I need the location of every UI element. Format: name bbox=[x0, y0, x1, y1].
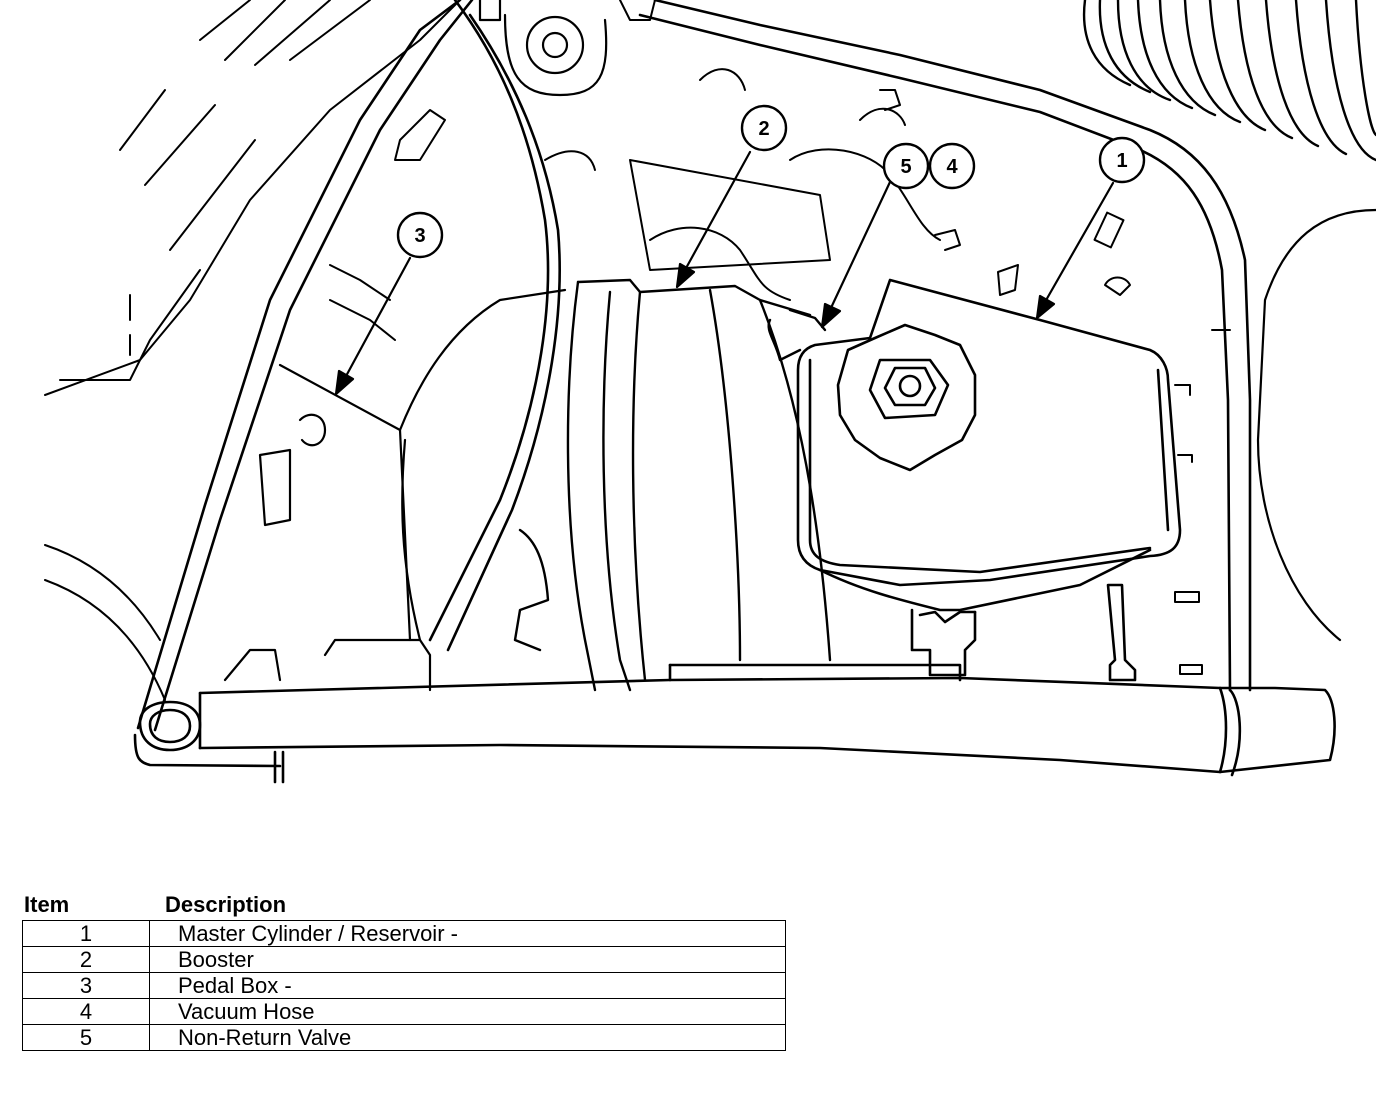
background-hatching bbox=[44, 0, 461, 701]
pedal-box bbox=[223, 288, 567, 692]
svg-text:1: 1 bbox=[1116, 150, 1127, 172]
legend-row: 2 Booster bbox=[22, 946, 786, 973]
legend-item-number: 4 bbox=[22, 998, 150, 1025]
booster bbox=[513, 278, 832, 692]
callout-3: 3 bbox=[396, 211, 444, 259]
brake-system-illustration: 1 2 3 4 5 bbox=[44, 0, 1376, 784]
svg-text:5: 5 bbox=[900, 156, 911, 178]
callout-1: 1 bbox=[1098, 136, 1146, 184]
legend-header-item: Item bbox=[24, 892, 70, 917]
strut-brace-frame bbox=[136, 0, 1252, 732]
fender-edge bbox=[1256, 208, 1376, 642]
callout-2: 2 bbox=[740, 104, 788, 152]
reservoir-cap bbox=[836, 323, 977, 472]
callout-leaders bbox=[334, 150, 1115, 396]
svg-text:4: 4 bbox=[946, 156, 958, 178]
legend-row: 1 Master Cylinder / Reservoir - bbox=[22, 920, 786, 947]
legend-item-number: 5 bbox=[22, 1024, 150, 1051]
legend-table: 1 Master Cylinder / Reservoir - 2 Booste… bbox=[22, 920, 786, 1051]
legend-row: 3 Pedal Box - bbox=[22, 972, 786, 999]
legend-item-description: Vacuum Hose bbox=[149, 998, 786, 1025]
corrugated-hose bbox=[1082, 0, 1376, 162]
callout-markers: 1 2 3 4 5 bbox=[396, 104, 1146, 259]
legend-item-description: Master Cylinder / Reservoir - bbox=[149, 920, 786, 947]
legend-row: 4 Vacuum Hose bbox=[22, 998, 786, 1025]
callout-5: 5 bbox=[882, 142, 930, 190]
engine-bay-details bbox=[329, 0, 1131, 341]
callout-4: 4 bbox=[928, 142, 976, 190]
legend-item-description: Non-Return Valve bbox=[149, 1024, 786, 1051]
legend-header: Item Description bbox=[22, 892, 788, 920]
svg-text:3: 3 bbox=[414, 225, 425, 247]
legend-item-description: Booster bbox=[149, 946, 786, 973]
legend-item-description: Pedal Box - bbox=[149, 972, 786, 999]
legend-item-number: 2 bbox=[22, 946, 150, 973]
legend-row: 5 Non-Return Valve bbox=[22, 1024, 786, 1051]
frame-detail-marks bbox=[1174, 329, 1231, 675]
legend-item-number: 1 bbox=[22, 920, 150, 947]
svg-text:2: 2 bbox=[758, 118, 769, 140]
master-cylinder-reservoir bbox=[796, 278, 1182, 682]
strut-mount bbox=[478, 0, 608, 97]
parts-legend: Item Description 1 Master Cylinder / Res… bbox=[22, 892, 788, 1051]
legend-header-description: Description bbox=[165, 892, 287, 917]
crossmember-tube bbox=[133, 663, 1336, 784]
legend-item-number: 3 bbox=[22, 972, 150, 999]
